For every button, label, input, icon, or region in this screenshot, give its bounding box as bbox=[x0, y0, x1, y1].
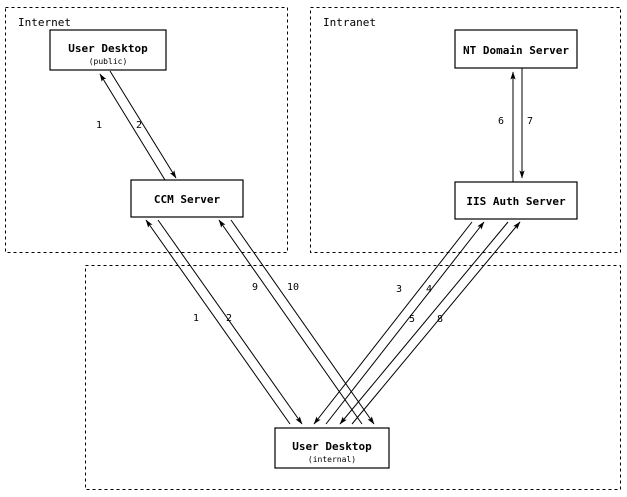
flow-label-1: 1 bbox=[96, 120, 102, 131]
flow-label-2: 2 bbox=[136, 120, 142, 131]
flow-edge-3-iis-to-internal-desktop: 3 bbox=[313, 221, 473, 425]
node-box-ccm-server bbox=[130, 179, 244, 218]
node-title-user-desktop-internal: User Desktop bbox=[292, 440, 372, 453]
flow-label-9: 9 bbox=[252, 282, 258, 293]
node-title-ccm-server: CCM Server bbox=[154, 193, 221, 206]
flow-label-6: 6 bbox=[498, 116, 504, 127]
flow-edge-5-iis-to-internal-desktop: 5 bbox=[339, 221, 509, 425]
flow-line-9 bbox=[218, 219, 363, 425]
flow-label-10: 10 bbox=[287, 282, 299, 293]
node-user-desktop-internal[interactable]: User Desktop (internal) bbox=[274, 427, 390, 469]
node-title-nt-domain-server: NT Domain Server bbox=[463, 44, 569, 57]
flow-label-5: 5 bbox=[409, 314, 415, 325]
flow-edge-1b-ccm-to-internal-desktop: 1 bbox=[145, 219, 291, 425]
flow-label-7: 7 bbox=[527, 116, 533, 127]
flow-label-4: 4 bbox=[426, 284, 432, 295]
flow-edge-1-ccm-to-public-desktop: 1 bbox=[96, 73, 166, 181]
flow-edge-2b-internal-desktop-to-ccm: 2 bbox=[157, 219, 303, 425]
flow-line-1 bbox=[99, 73, 166, 181]
flow-line-8 bbox=[351, 221, 521, 425]
node-box-user-desktop-internal bbox=[274, 427, 390, 469]
node-nt-domain-server[interactable]: NT Domain Server bbox=[454, 29, 578, 69]
flow-line-1b bbox=[145, 219, 291, 425]
flow-line-3 bbox=[313, 221, 473, 425]
node-box-user-desktop-public bbox=[49, 29, 167, 71]
zone-internet-label: Internet bbox=[18, 16, 71, 29]
flow-edge-9-ccm-to-internal-desktop: 9 bbox=[218, 219, 363, 425]
flow-line-5 bbox=[339, 221, 509, 425]
zone-intranet-box bbox=[310, 7, 621, 253]
flow-edge-8-internal-desktop-to-iis: 8 bbox=[351, 221, 521, 425]
zone-group: Internet Intranet bbox=[5, 7, 621, 490]
node-user-desktop-public[interactable]: User Desktop (public) bbox=[49, 29, 167, 71]
flow-label-2b: 2 bbox=[226, 313, 232, 324]
node-title-user-desktop-public: User Desktop bbox=[68, 42, 148, 55]
zone-internet-box bbox=[5, 7, 288, 253]
node-box-nt-domain-server bbox=[454, 29, 578, 69]
flow-label-3: 3 bbox=[396, 284, 402, 295]
node-subtitle-user-desktop-public: (public) bbox=[89, 57, 128, 66]
flow-edge-6-iis-to-nt-domain: 6 bbox=[498, 71, 516, 182]
flow-label-8: 8 bbox=[437, 314, 443, 325]
flow-edge-4-internal-desktop-to-iis: 4 bbox=[325, 221, 485, 425]
node-subtitle-user-desktop-internal: (internal) bbox=[308, 455, 356, 464]
flow-label-1b: 1 bbox=[193, 313, 199, 324]
node-iis-auth-server[interactable]: IIS Auth Server bbox=[454, 181, 578, 220]
flow-line-4 bbox=[325, 221, 485, 425]
zone-internal-box bbox=[85, 265, 621, 490]
node-box-iis-auth-server bbox=[454, 181, 578, 220]
flow-edge-7-nt-domain-to-iis: 7 bbox=[519, 68, 533, 179]
flow-line-10 bbox=[230, 219, 375, 425]
node-ccm-server[interactable]: CCM Server bbox=[130, 179, 244, 218]
zone-intranet-label: Intranet bbox=[323, 16, 376, 29]
node-title-iis-auth-server: IIS Auth Server bbox=[466, 195, 566, 208]
flow-line-2b bbox=[157, 219, 303, 425]
flow-line-2 bbox=[109, 70, 177, 179]
flow-edge-10-internal-desktop-to-ccm: 10 bbox=[230, 219, 375, 425]
flow-edge-2-public-desktop-to-ccm: 2 bbox=[109, 70, 177, 179]
